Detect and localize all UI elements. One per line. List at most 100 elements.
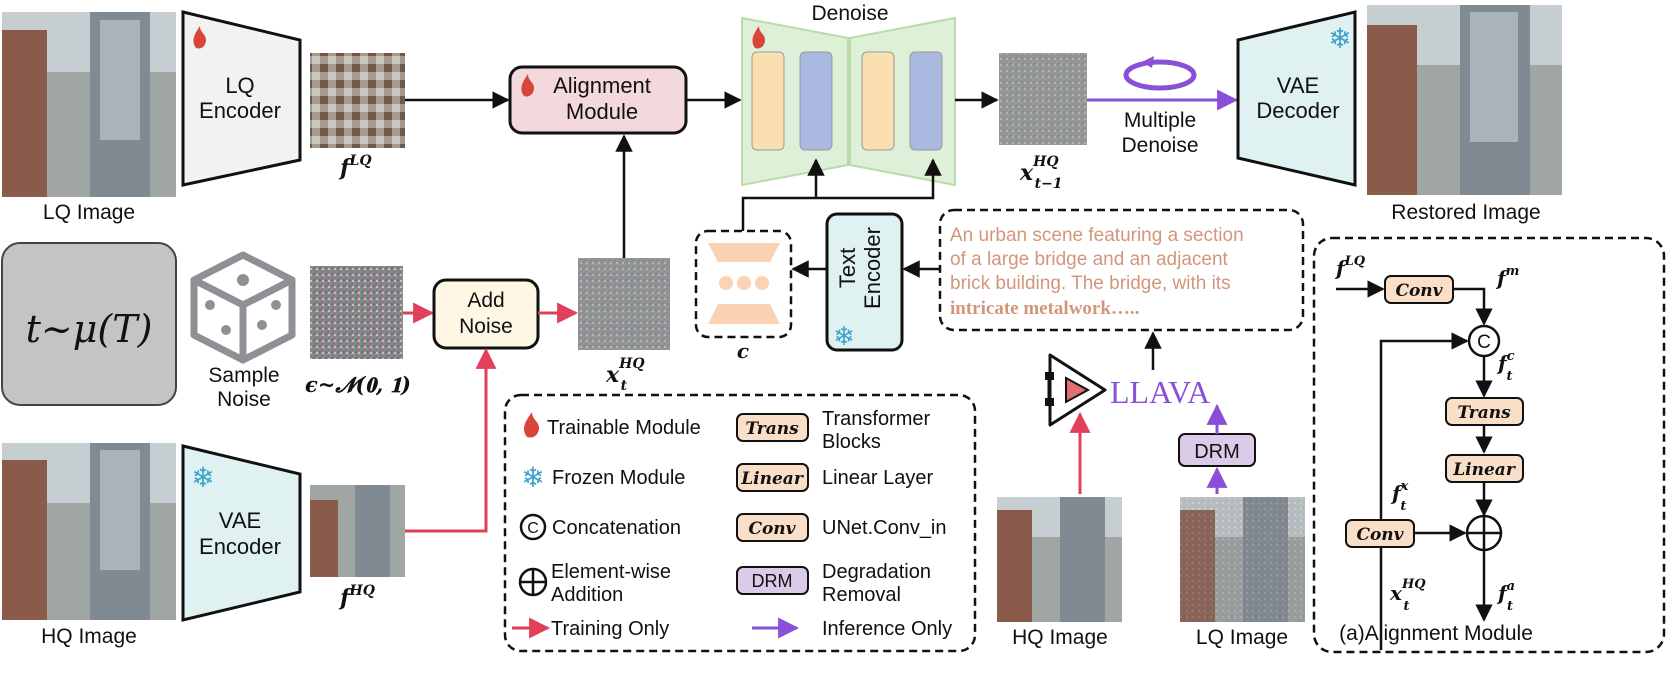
- x-t-image: [578, 258, 670, 350]
- c-dot-2: [737, 276, 751, 290]
- snowflake-icon: ❄: [521, 462, 544, 493]
- sample-noise-label-2: Noise: [217, 388, 271, 411]
- restored-image-photo: [1367, 5, 1562, 195]
- detail-f-lq-symbol: fLQ: [1334, 254, 1366, 280]
- lq-encoder-label-2: Encoder: [199, 98, 281, 123]
- legend-linear-tag-text: Linear: [740, 469, 804, 489]
- legend-linear-tag: [736, 463, 809, 492]
- caption-line-2: of a large bridge and an adjacent: [950, 249, 1229, 270]
- legend-inference-only: Inference Only: [822, 618, 952, 640]
- concat-icon-letter: C: [527, 520, 539, 537]
- f-lq-symbol: fLQ: [338, 153, 372, 181]
- llava-logo-icon: [1045, 353, 1107, 427]
- snowflake-icon: ❄: [1328, 23, 1351, 54]
- caption-box: [938, 208, 1305, 332]
- multiple-denoise-label-1: Multiple: [1124, 109, 1196, 132]
- flame-icon: [752, 26, 765, 49]
- vae-decoder-label-2: Decoder: [1256, 98, 1339, 123]
- denoise-title: Denoise: [811, 2, 888, 25]
- vae-decoder-label-1: VAE: [1277, 73, 1319, 98]
- arrow-fhq-addnoise: [405, 347, 497, 533]
- lq-encoder-label-1: LQ: [225, 73, 254, 98]
- legend-training-only: Training Only: [551, 618, 669, 640]
- c-dot-3: [755, 276, 769, 290]
- legend-drm-desc-2: Removal: [822, 584, 901, 606]
- add-noise-label-2: Noise: [459, 315, 513, 338]
- loop-icon: [1123, 56, 1197, 91]
- unet-block-orange-1: [751, 51, 785, 151]
- vae-encoder-shape: [181, 444, 302, 622]
- legend-trainable: Trainable Module: [547, 417, 701, 439]
- alignment-label-1: Alignment: [553, 73, 651, 98]
- detail-concat-letter: C: [1477, 332, 1491, 353]
- alignment-label-2: Module: [566, 99, 638, 124]
- x-t-minus-1-image: [999, 53, 1087, 145]
- add-noise-label-1: Add: [467, 289, 504, 312]
- legend-conv-tag: [736, 513, 809, 542]
- legend-trans-tag-text: Trans: [745, 419, 799, 439]
- unet-block-orange-2: [861, 51, 895, 151]
- caption-line-3: brick building. The bridge, with its: [950, 273, 1231, 294]
- detail-linear-text: Linear: [1452, 460, 1516, 480]
- hq-bottom-label: HQ Image: [1012, 626, 1108, 649]
- vae-encoder-label-1: VAE: [219, 508, 261, 533]
- c-dot-1: [719, 276, 733, 290]
- legend-trans-desc-2: Blocks: [822, 431, 881, 453]
- lq-bottom-label: LQ Image: [1196, 626, 1288, 649]
- legend-elementwise-1: Element-wise: [551, 561, 671, 583]
- flame-icon: [521, 74, 534, 97]
- hq-bottom-photo: [997, 497, 1122, 622]
- lq-image-photo: [2, 12, 176, 197]
- dice-icon: [190, 251, 296, 364]
- llava-label: LLAVA: [1110, 374, 1210, 410]
- legend-concat: Concatenation: [552, 517, 681, 539]
- c-embedding-top: [708, 243, 780, 262]
- alignment-detail-box: [1312, 236, 1666, 654]
- unet-block-blue-2: [909, 51, 943, 151]
- concat-icon: [519, 513, 547, 541]
- flame-icon: [193, 26, 206, 49]
- epsilon-symbol: ϵ~𝓝(𝟎, 𝟏): [305, 372, 411, 397]
- text-encoder-label-1: Text: [835, 248, 860, 288]
- hq-image-photo: [2, 443, 176, 620]
- detail-add-icon: [1465, 514, 1503, 552]
- c-symbol: c: [737, 339, 749, 363]
- legend-elementwise-2: Addition: [551, 584, 623, 606]
- multiple-denoise-label-2: Denoise: [1121, 134, 1198, 157]
- legend-linear-desc: Linear Layer: [822, 467, 934, 489]
- vae-decoder-shape: [1236, 10, 1357, 187]
- flame-icon: [524, 412, 539, 438]
- hq-image-label: HQ Image: [41, 625, 137, 648]
- caption-line-1: An urban scene featuring a section: [950, 225, 1244, 246]
- snowflake-icon: ❄: [833, 321, 855, 351]
- drm-label: DRM: [1194, 441, 1240, 463]
- detail-trans-text: Trans: [1457, 403, 1511, 423]
- legend-drm-tag: [736, 566, 809, 595]
- lq-bottom-photo: [1180, 497, 1305, 622]
- plus-circle-icon: [518, 567, 548, 597]
- legend-trans-desc-1: Transformer: [822, 408, 931, 430]
- text-encoder-box: [825, 212, 904, 352]
- lq-image-label: LQ Image: [43, 201, 135, 224]
- legend-drm-desc-1: Degradation: [822, 561, 931, 583]
- detail-conv2-text: Conv: [1356, 525, 1404, 545]
- legend-frozen: Frozen Module: [552, 467, 685, 489]
- arrow-c-denoise: [741, 158, 942, 231]
- f-lq-feature-map: [310, 53, 405, 148]
- f-hq-symbol: fHQ: [338, 583, 375, 611]
- legend-trans-tag: [736, 413, 809, 442]
- sample-noise-label-1: Sample: [208, 364, 279, 387]
- caption-line-4: intricate metalwork…..: [950, 298, 1139, 319]
- legend-conv-desc: UNet.Conv_in: [822, 517, 947, 539]
- legend-drm-tag-text: DRM: [752, 571, 793, 591]
- snowflake-icon: ❄: [191, 462, 214, 493]
- arrow-detail-conv-concat: [1453, 287, 1493, 326]
- epsilon-noise-image: [310, 266, 403, 359]
- unet-block-blue-1: [799, 51, 833, 151]
